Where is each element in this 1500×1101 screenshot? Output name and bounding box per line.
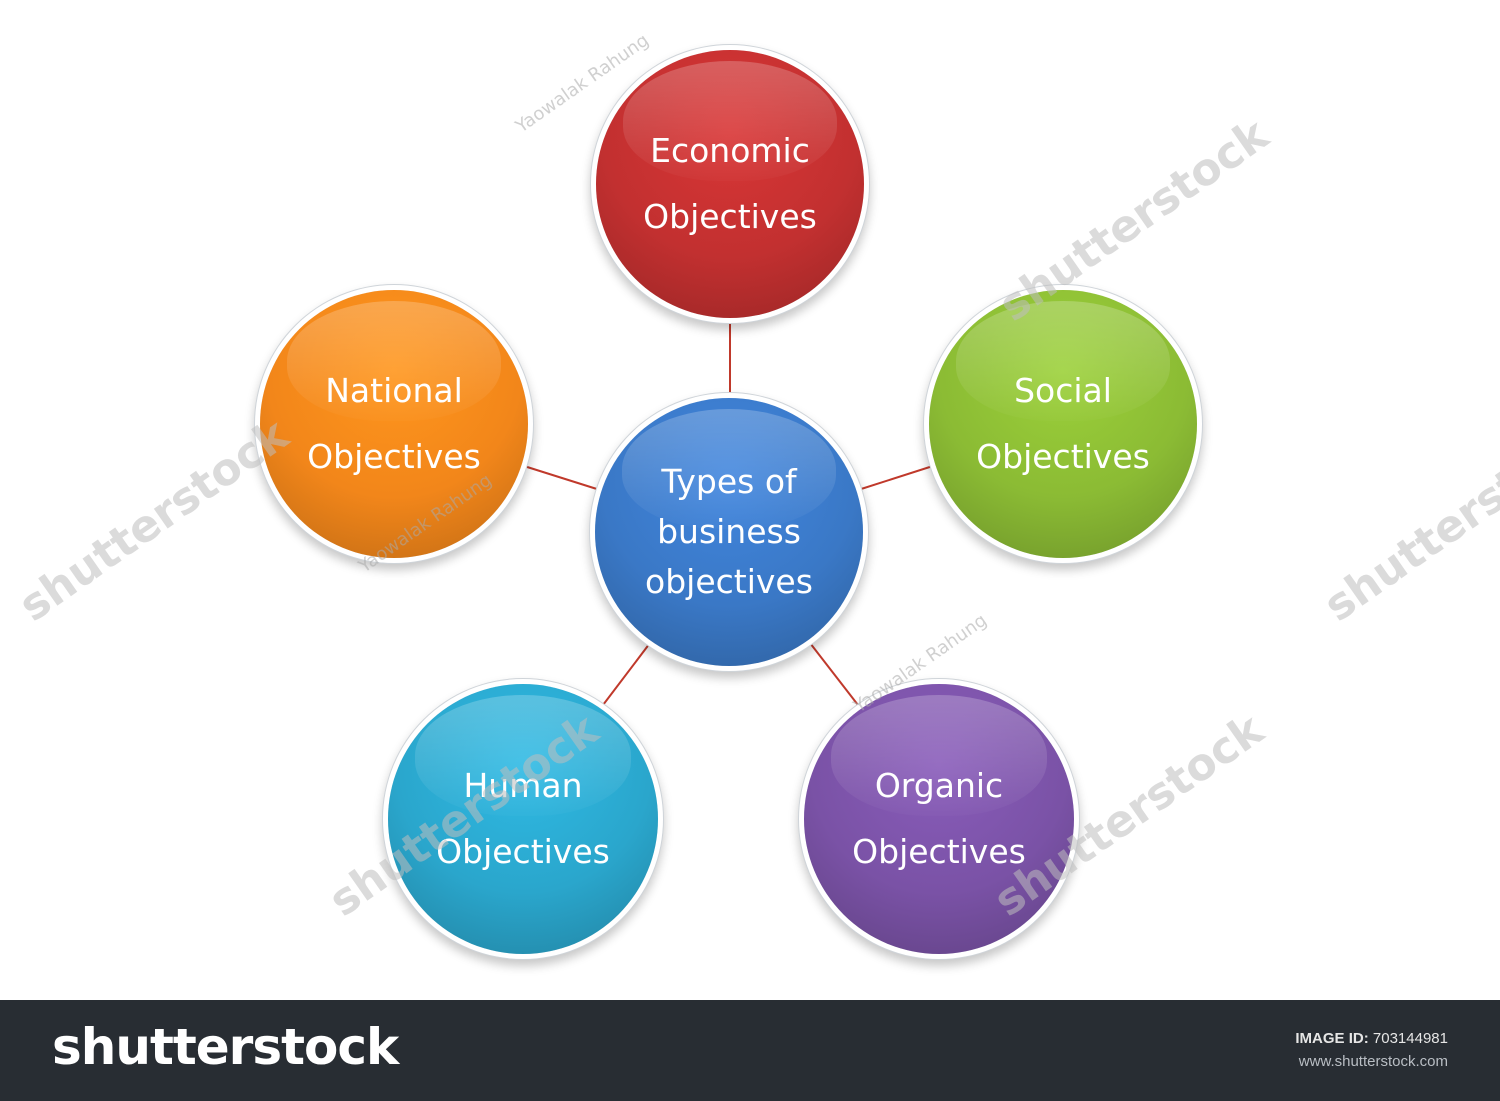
node-national: National Objectives — [260, 290, 528, 558]
center-label: objectives — [645, 562, 813, 601]
connector-social — [857, 464, 937, 491]
node-label: Objectives — [307, 437, 481, 476]
connectors — [523, 318, 937, 706]
node-label: Objectives — [976, 437, 1150, 476]
image-id-row: IMAGE ID: 703144981 — [1295, 1030, 1448, 1047]
center-label: business — [657, 512, 801, 551]
connector-organic — [809, 642, 859, 706]
footer-bar: shutterstock IMAGE ID: 703144981 www.shu… — [0, 1000, 1500, 1101]
node-label: Objectives — [643, 197, 817, 236]
node-label: National — [325, 371, 463, 410]
connector-human — [602, 642, 651, 706]
node-center: Types of business objectives — [595, 398, 863, 666]
diagram: Economic Objectives Social Objectives Na… — [10, 30, 1500, 954]
node-label: Economic — [650, 131, 810, 170]
image-id-label: IMAGE ID: — [1295, 1030, 1369, 1047]
footer-logo: shutterstock — [52, 1018, 399, 1076]
footer-url: www.shutterstock.com — [1298, 1053, 1448, 1070]
connector-national — [523, 465, 601, 491]
node-label: Objectives — [436, 832, 610, 871]
image-info: IMAGE ID: 703144981 www.shutterstock.com — [1295, 1030, 1448, 1070]
node-organic: Organic Objectives — [804, 684, 1074, 954]
node-label: Social — [1014, 371, 1112, 410]
image-id-value: 703144981 — [1372, 1030, 1448, 1047]
node-label: Organic — [874, 766, 1004, 805]
node-social: Social Objectives — [929, 290, 1197, 558]
node-economic: Economic Objectives — [596, 50, 864, 318]
node-label: Human — [463, 766, 583, 805]
node-label: Objectives — [852, 832, 1026, 871]
node-human: Human Objectives — [388, 684, 658, 954]
center-label: Types of — [661, 462, 797, 501]
